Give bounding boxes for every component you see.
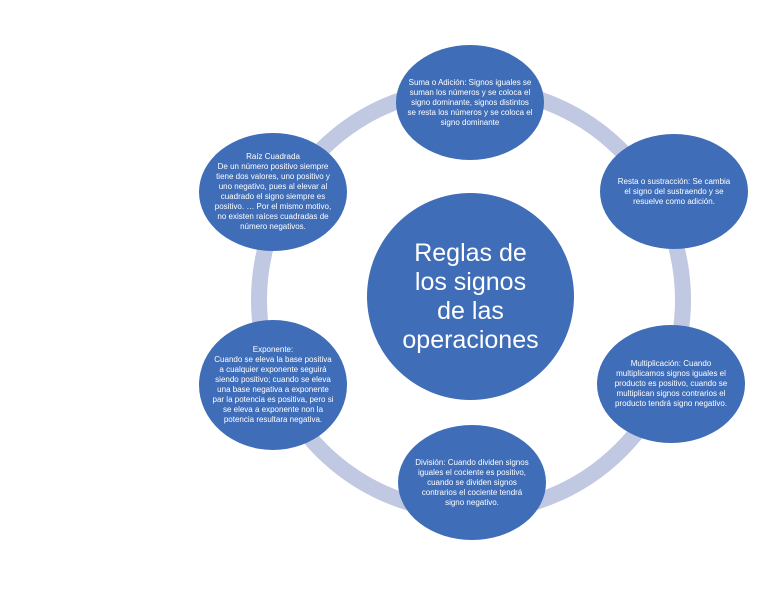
center-title-line: los signos [414, 267, 527, 296]
node-exponente: Exponente: Cuando se eleva la base posit… [199, 320, 347, 450]
node-raiz: Raíz Cuadrada De un número positivo siem… [199, 133, 347, 251]
node-resta-title: Resta o sustracción: [617, 176, 691, 186]
node-raiz-text: De un número positivo siempre tiene dos … [214, 162, 332, 231]
center-title: Reglas de los signos de las operaciones [402, 239, 538, 355]
node-suma-title: Suma o Adición: [408, 77, 467, 87]
node-division-text: Cuando dividen signos iguales el cocient… [417, 457, 529, 507]
node-multiplicacion-text: Cuando multiplicamos signos iguales el p… [614, 359, 728, 408]
node-suma: Suma o Adición: Signos iguales se suman … [396, 45, 544, 160]
node-resta-text: Se cambia el signo del sustraendo y se r… [624, 176, 731, 206]
center-title-line: de las [437, 296, 504, 325]
center-circle: Reglas de los signos de las operaciones [367, 193, 574, 400]
node-exponente-title: Exponente: [252, 345, 294, 354]
node-multiplicacion-title: Multiplicación: [630, 359, 681, 368]
node-suma-text: Signos iguales se suman los números y se… [407, 77, 533, 127]
node-division-title: División: [415, 457, 446, 467]
node-exponente-text: Cuando se eleva la base positiva a cualq… [212, 355, 334, 424]
center-title-line: operaciones [402, 325, 539, 354]
node-raiz-title: Raíz Cuadrada [246, 152, 300, 161]
center-title-line: Reglas de [414, 238, 527, 267]
node-resta: Resta o sustracción: Se cambia el signo … [600, 134, 748, 249]
node-division: División: Cuando dividen signos iguales … [398, 425, 546, 540]
node-multiplicacion: Multiplicación: Cuando multiplicamos sig… [597, 325, 745, 443]
